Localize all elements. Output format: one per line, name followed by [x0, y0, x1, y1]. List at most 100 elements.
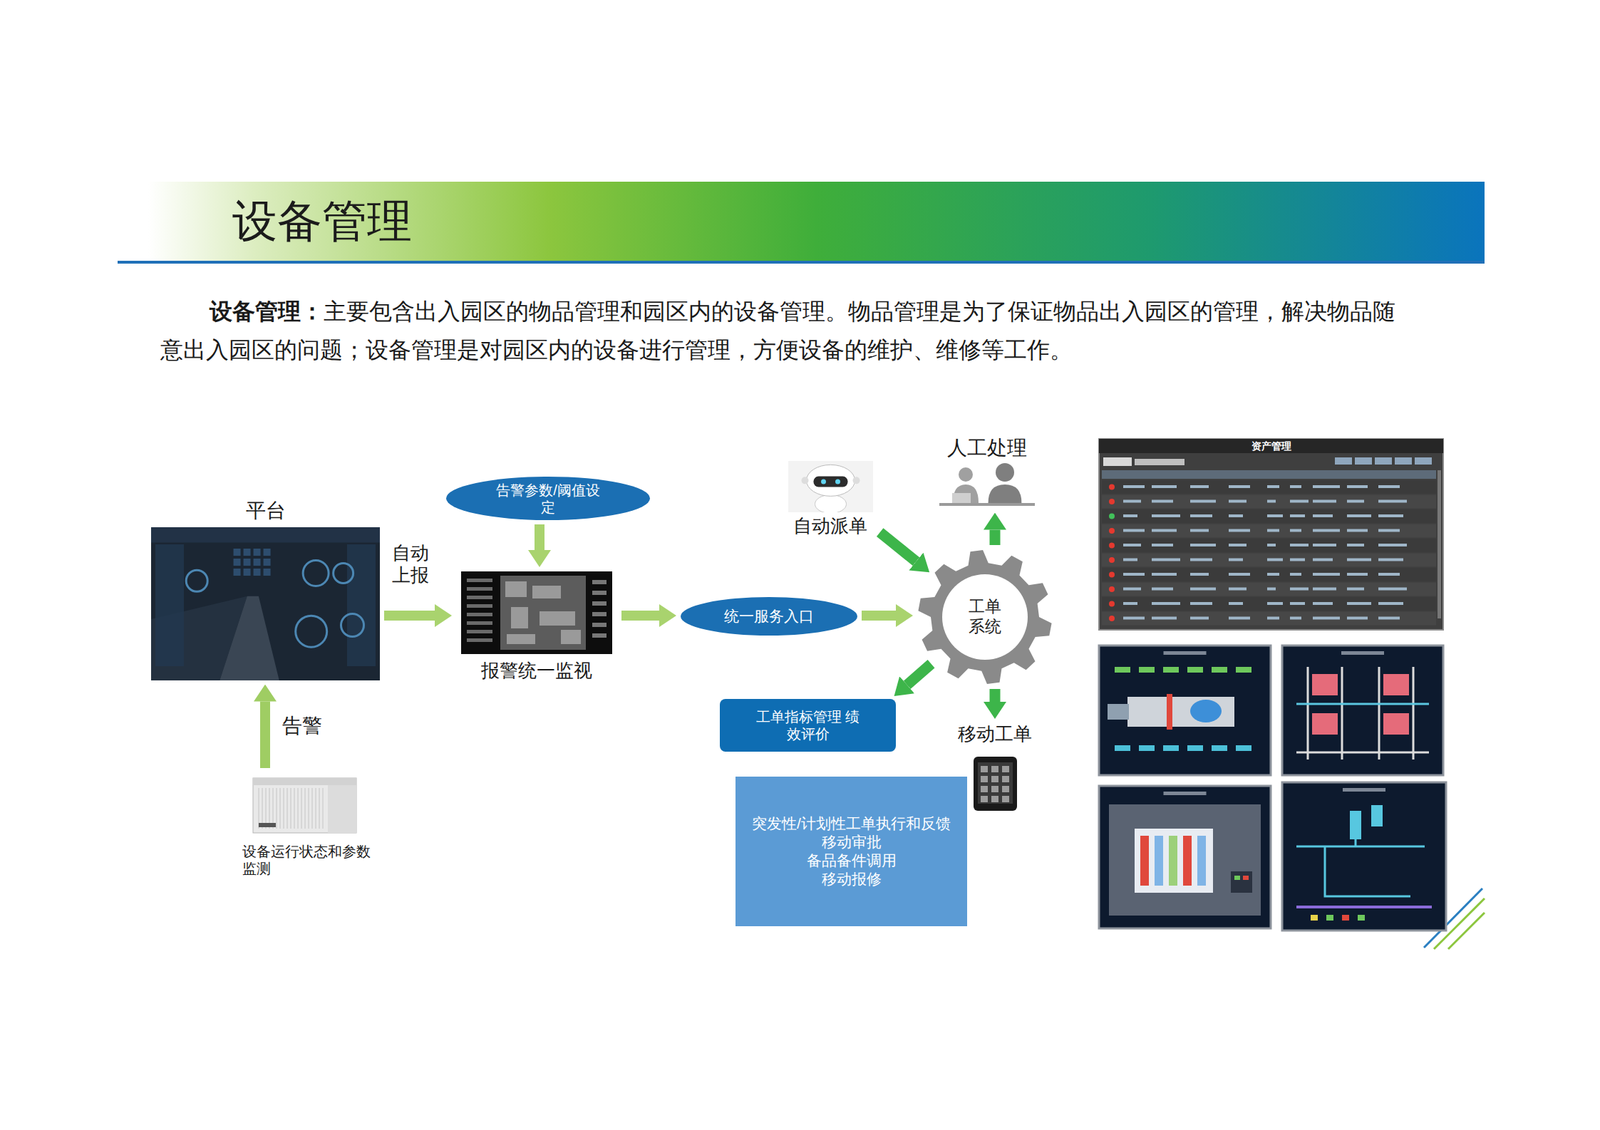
readout — [1138, 745, 1155, 752]
status-dot — [1108, 543, 1115, 549]
asset-button — [1354, 457, 1372, 465]
gauge-ring — [302, 560, 329, 586]
readout — [1235, 745, 1252, 752]
cell-bar — [1228, 558, 1243, 562]
robot-head — [806, 464, 855, 497]
road — [219, 595, 279, 680]
pipe-run — [1296, 839, 1425, 897]
node-text: 报警统一监视 — [481, 659, 593, 683]
gauge-ring — [295, 615, 328, 648]
hmi-content — [1296, 667, 1429, 760]
robot-picture — [788, 461, 874, 513]
app-icon — [980, 766, 988, 773]
block-arrow — [989, 689, 1001, 703]
app-icon — [1002, 776, 1010, 783]
cell-bar — [1312, 529, 1340, 533]
phone-screen — [977, 762, 1013, 804]
node-text: 突发性/计划性工单执行和反馈 — [751, 814, 951, 834]
window-title: 资产管理 — [1098, 439, 1444, 454]
asset-row — [1101, 553, 1437, 568]
cell-bar — [1378, 602, 1404, 606]
hmi-title-bar — [1342, 788, 1386, 792]
phone-body — [973, 756, 1018, 812]
cell-bar — [1346, 573, 1368, 576]
tile — [263, 568, 271, 576]
cell-bar — [1312, 573, 1340, 576]
status-bar — [592, 622, 607, 628]
tile — [263, 558, 271, 566]
readout — [1235, 667, 1252, 673]
cell-bar — [1289, 617, 1302, 621]
tank — [1349, 811, 1362, 840]
robot-eye — [821, 479, 827, 485]
asset-scrollbar — [1437, 470, 1442, 619]
app-icon — [980, 776, 988, 783]
unit-body — [253, 778, 357, 834]
hmi-title-bar — [1163, 651, 1207, 655]
block-arrow — [861, 610, 896, 621]
app-icon — [1002, 786, 1010, 793]
cell-bar — [1289, 587, 1309, 591]
cell-bar — [1267, 514, 1283, 518]
asset-row — [1101, 612, 1437, 626]
cell-bar — [1346, 485, 1368, 489]
hmi-panel — [1282, 782, 1447, 931]
cell-bar — [1190, 485, 1209, 489]
cell-bar — [1312, 602, 1333, 606]
pipe — [1296, 703, 1429, 706]
cell-bar — [1312, 587, 1337, 591]
node-text: 自动派单 — [793, 515, 868, 538]
app-icon — [1002, 796, 1010, 803]
ellipse-fill — [680, 597, 858, 636]
cell-bar — [1151, 602, 1181, 606]
asset-row — [1101, 538, 1437, 553]
cell-bar — [1190, 514, 1213, 518]
cell-bar — [1228, 602, 1243, 606]
cell-bar — [1346, 587, 1365, 591]
robot-visor — [813, 476, 848, 488]
app-icon — [991, 796, 999, 803]
cell-bar — [1378, 617, 1400, 621]
hmi-content — [1108, 804, 1261, 916]
status-dot — [1108, 513, 1115, 520]
cell-bar — [1123, 617, 1145, 621]
deco-line — [1448, 912, 1485, 950]
grille — [294, 788, 296, 829]
cell-bar — [1151, 529, 1177, 533]
grille — [301, 788, 303, 829]
menu-bar — [466, 612, 493, 617]
grille — [276, 788, 278, 829]
cell-bar — [1289, 500, 1309, 504]
asset-titlebar — [1098, 439, 1444, 454]
cell-bar — [1228, 573, 1251, 576]
asset-button — [1334, 457, 1352, 465]
cell-bar — [1267, 617, 1280, 621]
asset-window — [1098, 439, 1444, 631]
person-head — [995, 463, 1015, 482]
heater-band — [1166, 694, 1173, 730]
rack — [1168, 835, 1178, 886]
hmi-panel — [1282, 645, 1444, 776]
readout — [1163, 745, 1179, 752]
kpi-box: 工单指标管理 绩效评价 — [719, 699, 896, 752]
status-dot — [1108, 528, 1115, 534]
cell-bar — [1312, 485, 1340, 489]
tile — [243, 558, 251, 566]
floor — [1108, 804, 1261, 916]
cell-bar — [1346, 617, 1368, 621]
title-underline — [117, 260, 1485, 264]
cell-bar — [1151, 617, 1177, 621]
map — [500, 575, 586, 650]
grille — [308, 788, 310, 829]
pump — [1312, 713, 1338, 735]
asset-button — [1394, 457, 1412, 465]
cell-bar — [1378, 485, 1400, 489]
laptop — [952, 493, 971, 504]
readout — [1163, 667, 1179, 673]
platform-picture — [151, 527, 380, 681]
cell-bar — [1378, 558, 1404, 562]
rack — [1183, 835, 1192, 886]
asset-row — [1101, 597, 1437, 611]
hmi-content — [1296, 805, 1432, 921]
node-text: 移动审批 — [821, 833, 882, 852]
